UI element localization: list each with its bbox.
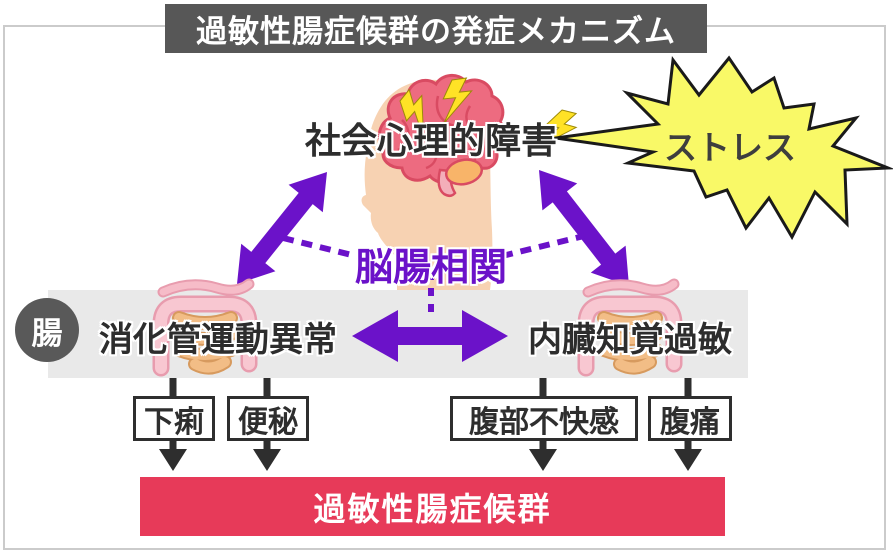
symptom-label: 下痢 — [144, 405, 204, 439]
symptom-label: 腹痛 — [660, 405, 720, 439]
symptom-box-constipation: 便秘 — [227, 396, 309, 441]
brain-gut-axis-label: 脳腸相関 — [354, 247, 507, 289]
symptom-label: 腹部不快感 — [469, 405, 619, 439]
ibs-outcome-label: 過敏性腸症候群 — [313, 490, 552, 527]
symptom-box-abdominal-discomfort: 腹部不快感 — [450, 396, 638, 441]
diagram-title: 過敏性腸症候群の発症メカニズム — [165, 4, 707, 53]
psychosocial-disorder-label: 社会心理的障害 — [304, 120, 557, 161]
ibs-outcome-banner: 過敏性腸症候群 — [140, 477, 725, 536]
symptom-label: 便秘 — [238, 405, 298, 439]
gut-badge: 腸 — [15, 298, 79, 362]
stress-label: ストレス — [664, 129, 796, 166]
gut-badge-label: 腸 — [31, 315, 63, 351]
symptom-box-diarrhea: 下痢 — [133, 396, 215, 441]
gi-motility-label: 消化管運動異常 — [99, 321, 337, 359]
visceral-hypersensitivity-label: 内臓知覚過敏 — [528, 321, 732, 359]
symptom-box-abdominal-pain: 腹痛 — [648, 396, 732, 441]
